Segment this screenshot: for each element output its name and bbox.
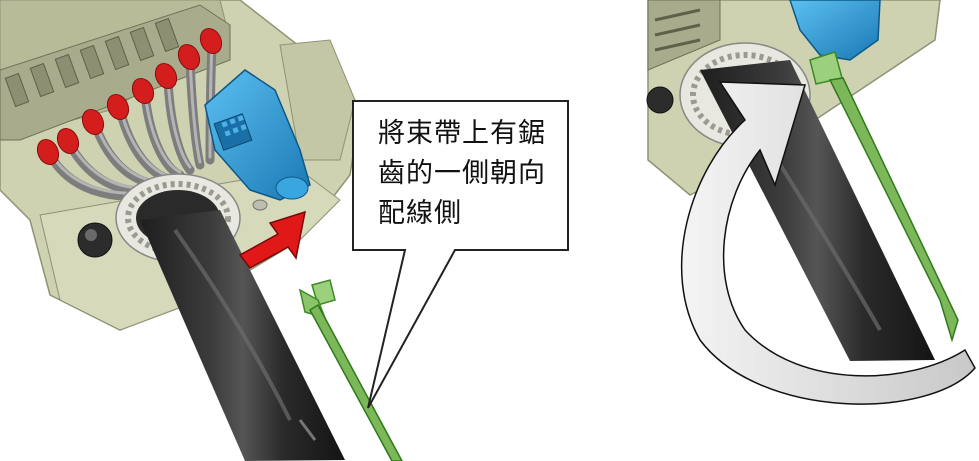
black-cable [140,210,345,461]
push-arrow-icon [238,210,306,269]
callout-text: 將束帶上有鋸 齒的一側朝向 配線側 [378,114,578,234]
screw-right [646,86,674,114]
rotate-arrow-icon [680,81,976,405]
blue-connector [204,69,311,201]
callout-bubble [352,100,569,409]
callout-line-2: 齒的一側朝向 [378,158,546,189]
cable-tie-left [298,279,403,461]
blue-connector-right [789,0,881,61]
cable-tie-right [809,51,959,343]
terminal-block [0,4,231,141]
small-screw [252,199,268,211]
red-terminals [36,27,223,166]
left-panel [0,0,569,461]
callout-line-1: 將束帶上有鋸 [378,118,546,149]
screw [77,222,113,258]
callout-line-3: 配線側 [378,198,462,229]
right-panel [646,0,976,405]
